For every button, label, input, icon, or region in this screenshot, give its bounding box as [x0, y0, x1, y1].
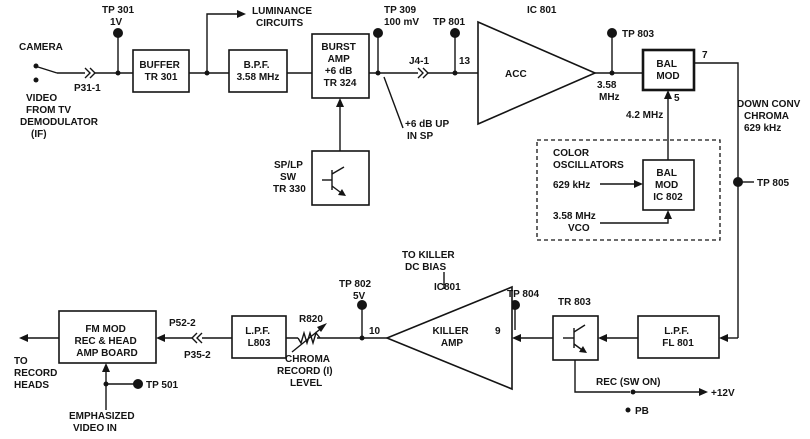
to-record-label: TO RECORD HEADS	[14, 356, 60, 391]
sp-lp-switch-block	[311, 150, 370, 206]
plus-12v-label: +12V	[711, 388, 735, 399]
tp501-label: TP 501	[146, 380, 178, 391]
lpf-fl801-label: L.P.F. FL 801	[662, 326, 694, 349]
emphasized-label: EMPHASIZED VIDEO IN	[69, 411, 137, 434]
color-oscillators-group	[536, 139, 721, 241]
chroma-level-label: CHROMA RECORD (I) LEVEL	[277, 354, 335, 389]
pin-10-label: 10	[369, 326, 381, 337]
bal-mod-ic802-label: BAL MOD IC 802	[653, 168, 683, 203]
tp301-test-point	[113, 28, 123, 38]
bal-mod-ic802-block	[642, 159, 695, 211]
pb-label: PB	[635, 406, 649, 417]
fm-mod-label: FM MOD REC & HEAD AMP BOARD	[74, 324, 139, 359]
rec-sw-label: REC (SW ON)	[596, 377, 660, 388]
pin-13-label: 13	[459, 56, 471, 67]
acc-amplifier	[477, 20, 598, 126]
killer-amp-label: KILLER AMP	[433, 326, 472, 349]
bpf-label: B.P.F. 3.58 MHz	[237, 60, 280, 83]
lpf-fl801-block	[637, 315, 720, 359]
transistor-symbol	[322, 166, 346, 196]
bal-mod-label: BAL MOD	[656, 59, 679, 82]
tp501-test-point	[133, 379, 143, 389]
bal-mod-block	[641, 48, 696, 92]
tp801-label: TP 801	[433, 17, 465, 28]
acc-ic-label: IC 801	[527, 5, 557, 16]
acc-label: ACC	[505, 69, 527, 80]
lpf-l803-label: L.P.F. L803	[245, 326, 273, 349]
pin-5-label: 5	[674, 93, 680, 104]
to-killer-label: TO KILLER DC BIAS	[402, 250, 457, 273]
pin-7-label: 7	[702, 50, 708, 61]
vco-label: 3.58 MHz VCO	[553, 211, 599, 234]
killer-ic-label: IC801	[434, 282, 461, 293]
burst-amp-label: BURST AMP +6 dB TR 324	[321, 42, 358, 89]
sp-lp-label: SP/LP SW TR 330	[273, 160, 306, 195]
freq-42-label: 4.2 MHz	[626, 110, 663, 121]
up-6db-label: +6 dB UP IN SP	[405, 119, 452, 142]
tr803-transistor-symbol	[563, 324, 587, 353]
tp803-test-point	[607, 28, 617, 38]
tp802-label: TP 802 5V	[339, 279, 374, 302]
r820-label: R820	[299, 314, 323, 325]
freq-358-label: 3.58 MHz	[597, 80, 620, 103]
buffer-label: BUFFER TR 301	[139, 60, 182, 83]
j4-1-label: J4-1	[409, 56, 429, 67]
pin-9-label: 9	[495, 326, 501, 337]
tr803-switch-block	[552, 315, 599, 361]
luminance-label: LUMINANCE CIRCUITS	[252, 6, 315, 29]
r820-variable-resistor	[291, 323, 327, 353]
killer-amplifier	[384, 285, 513, 391]
tp801-test-point	[450, 28, 460, 38]
tp805-label: TP 805	[757, 178, 789, 189]
video-source-label: VIDEO FROM TV DEMODULATOR (IF)	[20, 93, 101, 140]
tp309-test-point	[373, 28, 383, 38]
camera-label: CAMERA	[19, 42, 63, 53]
burst-amp-block	[311, 33, 370, 99]
connector-p31-1	[84, 67, 96, 79]
color-osc-label: COLOR OSCILLATORS	[553, 148, 624, 171]
connector-p35-2	[191, 332, 203, 344]
tp802-test-point	[357, 300, 367, 310]
p52-2-label: P52-2	[169, 318, 196, 329]
p31-1-label: P31-1	[74, 83, 101, 94]
tp804-label: TP 804	[507, 289, 539, 300]
tp803-label: TP 803	[622, 29, 654, 40]
fm-mod-board-block	[58, 310, 157, 364]
bpf-358-block	[228, 49, 288, 93]
lpf-l803-block	[231, 315, 287, 359]
down-conv-label: DOWN CONV CHROMA 629 kHz	[737, 99, 803, 134]
khz-629-label: 629 kHz	[553, 180, 590, 191]
tp301-label: TP 301 1V	[102, 5, 137, 28]
buffer-block	[132, 49, 190, 93]
input-switch	[33, 63, 85, 83]
p35-2-label: P35-2	[184, 350, 211, 361]
tp309-label: TP 309 100 mV	[384, 5, 419, 28]
connector-j4-1	[417, 67, 429, 79]
tr803-label: TR 803	[558, 297, 591, 308]
